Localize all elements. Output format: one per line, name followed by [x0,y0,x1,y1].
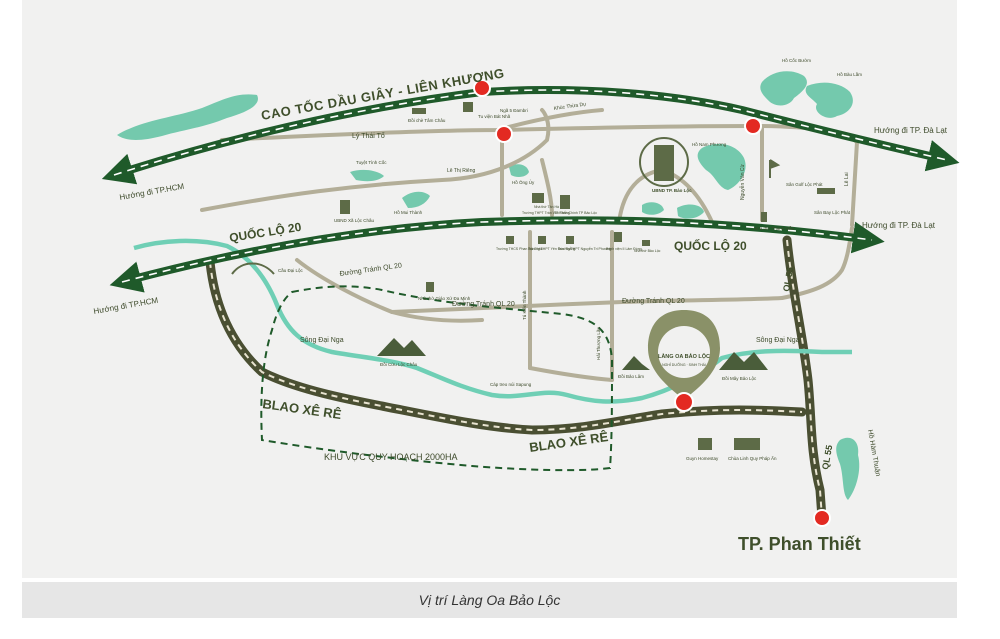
lake-center-2 [677,204,704,219]
place-nha-tho-giao-xu: Nhà thờ Giáo Xứ Đa Minh [418,296,471,301]
place-truong-nguyen: Trường THPT Nguyễn Tri Phương [558,246,611,251]
major-roads-centerline [209,239,823,519]
golf-flag-icon [769,159,781,178]
ubnd-icon-ring [639,137,689,187]
place-ho-nam-phuong: Hồ Nam Phương [692,142,727,147]
pin-title: LÀNG OA BẢO LỘC [658,352,710,360]
place-tp-phan-thiet: TP. Phan Thiết [738,534,861,554]
bridge-icon [231,262,275,275]
place-truong-thpt: Trường THPT Yên Đức Thắng [528,246,575,251]
building-icons [340,102,835,450]
dir-dalat-mid: Hướng đi TP. Đà Lạt [862,221,936,230]
place-tuyet-tinh-coc: Tuyệt Tình Cốc [356,160,387,165]
road-ql55-a: QL 55 [781,266,795,292]
pin-subtitle: NGHỈ DƯỠNG · SINH THÁI [662,362,706,367]
quoc-lo-20 [109,216,885,293]
caption-bar: Vị trí Làng Oa Bảo Lộc [22,582,957,618]
lang-oa-pin[interactable]: LÀNG OA BẢO LỘC NGHỈ DƯỠNG · SINH THÁI [648,310,720,412]
lake-ho-nam-phuong [697,143,746,190]
place-cau-dai-loc: Cầu Đại Lộc [278,268,304,273]
road-le-lai: Lê Lai [844,172,850,186]
lake-center-1 [642,202,664,215]
place-nha-tho-bao-loc: Nhà thờ Bảo Lộc [634,249,661,253]
place-nha-tho-tan-ha: Nhà thờ Tân Hà [534,205,559,209]
dir-dalat-top: Hướng đi TP. Đà Lạt [874,126,948,135]
lake-ho-coc-buom [760,71,807,106]
place-khu-vuc: KHU VỰC QUY HOẠCH 2000HA [324,452,458,462]
place-ho-coc-buom: Hồ Cốc Bườm [782,58,811,63]
dir-hcm-top: Hướng đi TP.HCM [119,182,185,202]
ql20-right-label: QUỐC LỘ 20 [674,238,747,253]
road-ql55-b: QL 55 [820,444,834,470]
road-khuc-thua-du: Khúc Thừa Dụ [553,101,586,111]
road-tranh-ql20-c: Đường Tránh QL 20 [622,298,685,305]
road-tranh-ql20-a: Đường Tránh QL 20 [339,262,402,278]
place-nha-tho: Nhà thờ Thánh Mẫu [754,225,795,231]
place-song-dai-nga-left: Sông Đại Nga [300,337,344,344]
lake-top-left [117,94,258,140]
place-truong-thcs: Trường THCS Phan Bội Châu [496,247,543,251]
place-tu-vien: Tu viện Bát Nhã [478,114,511,119]
map-caption: Vị trí Làng Oa Bảo Lộc [418,592,561,608]
place-ho-ong-uy: Hồ Ông Ủy [512,179,535,185]
place-doi-bao-lam: Đồi Bảo Lâm [618,374,644,379]
place-truong-tran: Trường THPT Trần Văn Thắng [522,210,570,215]
place-ubnd-loc-chau: UBND Xã Lộc Châu [334,218,375,223]
road-hai-thuong: Hải Thượng Lãn [596,327,601,360]
expressway [101,86,960,185]
place-guyn: Guyn Homestay [686,456,719,461]
mountain-icons [377,338,768,370]
place-cap-treo: Cáp treo núi Sapung [490,382,532,387]
place-san-bay: Sân Bay Lộc Phát [814,210,851,215]
place-chua-linh-quy: Chùa Linh Quy Pháp Ấn [728,455,777,461]
place-san-golf: Sân Golf Lộc Phát [786,182,823,187]
place-doi-cau-loc-chau: Đồi Cừu Lộc Châu [380,362,418,367]
lake-ho-ham-thuan [836,437,860,500]
place-nga5: Ngã 5 Đambri [500,108,528,113]
road-tranh-ql20-b: Đường Tránh QL 20 [452,301,515,308]
place-doi-may: Đồi Mây Bảo Lộc [722,376,757,381]
place-ho-bau-lam: Hồ Bàu Lầm [837,72,862,77]
lake-ho-bau-lam [805,82,853,118]
lake-ho-mui-thanh [402,191,430,208]
road-ly-thai-to: Lý Thái Tổ [352,132,385,140]
lake-tuyet-tinh-coc [350,169,384,182]
place-benh-vien: Bệnh viện II Lâm Đồng [606,247,642,251]
place-tt-hanh: TT Hành Chính TP Bảo Lộc [554,211,597,215]
place-ubnd-tp: UBND TP. Bảo Lộc [652,188,692,193]
road-tu-kien-thanh: Tú Kiến Thành [522,290,527,320]
planning-area-boundary [260,285,614,472]
map-panel: LÀNG OA BẢO LỘC NGHỈ DƯỠNG · SINH THÁI C… [22,0,960,578]
intersection-markers [473,79,831,527]
place-ho-mui-thanh: Hồ Mui Thành [394,210,423,215]
road-le-thi-rieng: Lê Thị Riêng [447,168,475,174]
road-nguyen-van-cu: Nguyễn Văn Cừ [739,163,746,200]
road-blao-xe-re-a: BLAO XÊ RÊ [262,396,343,422]
place-ho-ham-thuan: Hồ Hàm Thuận [866,429,883,477]
dir-hcm-bottom: Hướng đi TP.HCM [93,296,159,316]
place-song-dai-nga-right: Sông Đại Nga [756,337,800,344]
location-map: LÀNG OA BẢO LỘC NGHỈ DƯỠNG · SINH THÁI C… [93,58,960,554]
place-doi-che: Đồi chè Tâm Châu [408,118,446,123]
